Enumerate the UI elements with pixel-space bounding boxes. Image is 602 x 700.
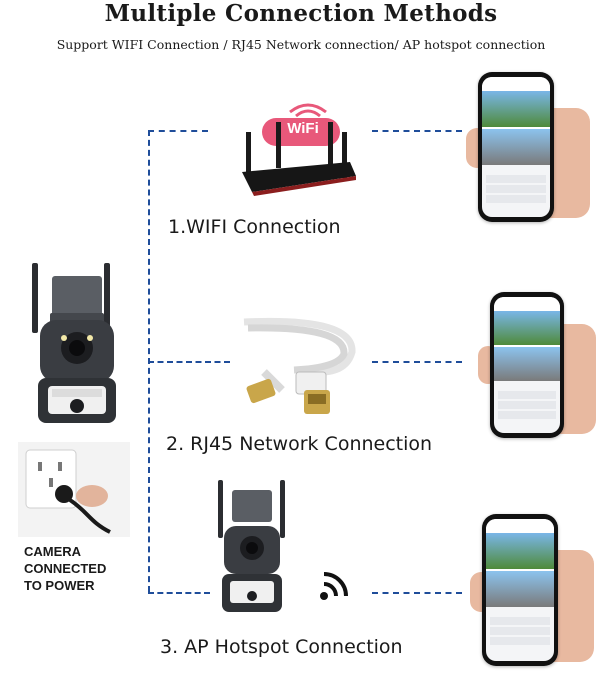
power-label: CAMERA CONNECTED TO POWER xyxy=(24,543,106,594)
connector-wifi-phone xyxy=(372,130,462,132)
phone-rj45-image xyxy=(476,290,596,440)
camera-main-image xyxy=(22,258,132,428)
connector-branch-wifi xyxy=(148,130,208,132)
connector-branch-hotspot xyxy=(148,592,210,594)
hotspot-connection-label: 3. AP Hotspot Connection xyxy=(160,636,403,658)
wifi-router-icon xyxy=(232,92,360,202)
page-title: Multiple Connection Methods xyxy=(104,0,498,27)
power-label-line3: TO POWER xyxy=(24,578,95,593)
power-label-line1: CAMERA xyxy=(24,544,82,559)
page-subtitle: Support WIFI Connection / RJ45 Network c… xyxy=(56,37,546,52)
rj45-connection-label: 2. RJ45 Network Connection xyxy=(166,433,433,455)
connector-rj45-phone xyxy=(372,361,462,363)
wifi-badge-text: WiFi xyxy=(287,120,319,137)
wifi-connection-label: 1.WIFI Connection xyxy=(168,216,341,238)
connector-hotspot-phone xyxy=(372,592,462,594)
phone-hotspot-image xyxy=(466,510,594,670)
phone-wifi-image xyxy=(462,68,590,228)
hotspot-signal-icon xyxy=(316,568,352,604)
camera-hotspot-icon xyxy=(210,478,294,616)
power-label-line2: CONNECTED xyxy=(24,561,107,576)
power-outlet-image xyxy=(18,442,130,537)
ethernet-cable-icon xyxy=(234,312,364,422)
connector-branch-rj45 xyxy=(148,361,230,363)
